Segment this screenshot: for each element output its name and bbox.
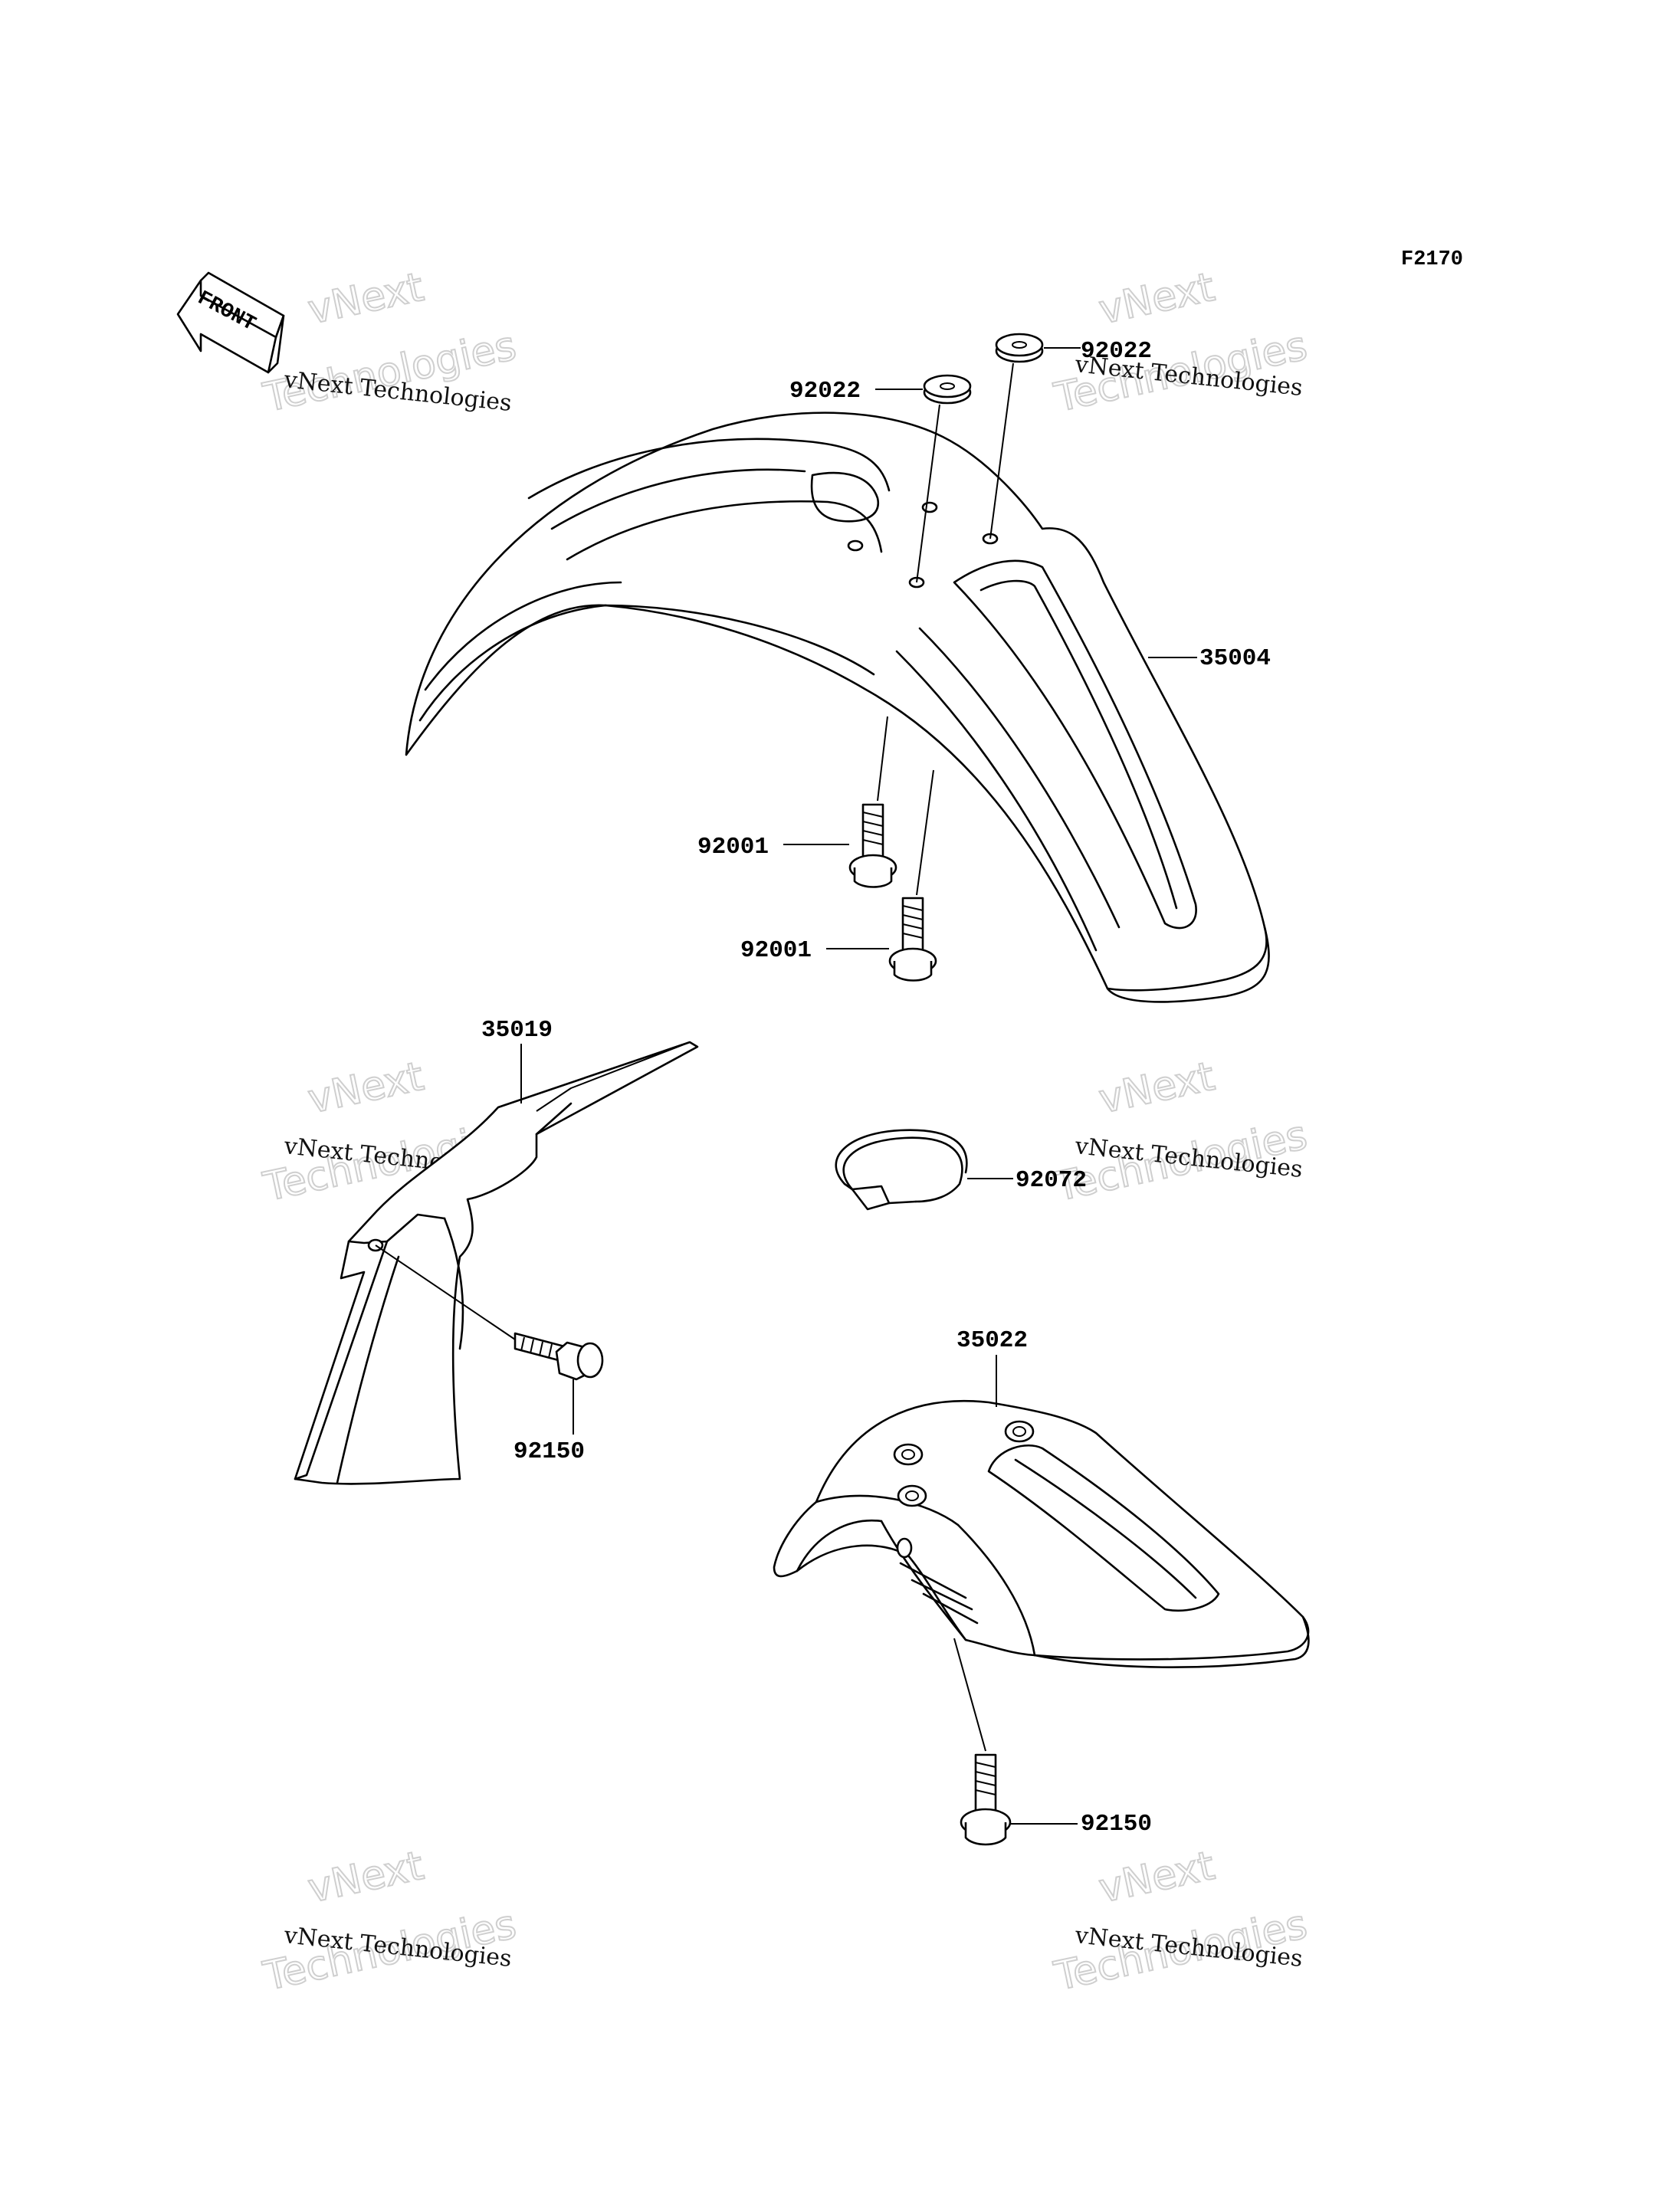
watermark: vNext Technologies — [1049, 1842, 1311, 2001]
part-label-92072: 92072 — [1016, 1167, 1087, 1194]
part-label-92001: 92001 — [697, 834, 769, 861]
part-label-92001: 92001 — [740, 937, 812, 964]
part-label-35022: 35022 — [956, 1327, 1028, 1354]
part-label-92022: 92022 — [1081, 338, 1152, 365]
diagram-code: F2170 — [1401, 248, 1463, 271]
washer-icon[interactable] — [995, 333, 1044, 363]
part-label-35004: 35004 — [1199, 645, 1271, 672]
part-label-92150: 92150 — [1081, 1811, 1152, 1838]
bolt-icon[interactable] — [514, 1332, 604, 1381]
leader-line — [989, 362, 1014, 539]
front-arrow-icon: FRONT — [176, 271, 285, 374]
front-fender[interactable] — [405, 412, 1270, 1003]
svg-text:vNext: vNext — [1095, 1054, 1219, 1123]
part-label-35019: 35019 — [481, 1017, 553, 1044]
svg-text:vNext: vNext — [304, 264, 428, 333]
mud-flap[interactable] — [294, 1041, 699, 1485]
svg-text:vNext: vNext — [1095, 264, 1219, 333]
band[interactable] — [835, 1129, 968, 1211]
leader-line — [916, 404, 940, 583]
svg-text:vNext: vNext — [304, 1843, 428, 1912]
part-label-92022: 92022 — [789, 378, 861, 405]
bolt-icon[interactable] — [848, 803, 897, 888]
leader-line — [953, 1638, 986, 1752]
bolt-icon[interactable] — [888, 897, 937, 982]
washer-icon[interactable] — [923, 374, 972, 405]
rear-fender[interactable] — [773, 1399, 1310, 1668]
bolt-icon[interactable] — [960, 1753, 1012, 1846]
leader-line — [916, 769, 934, 896]
leader-line — [877, 716, 888, 802]
part-label-92150: 92150 — [514, 1438, 585, 1465]
svg-text:vNext: vNext — [1095, 1843, 1219, 1912]
svg-text:vNext: vNext — [304, 1054, 428, 1123]
leader-line — [375, 1244, 516, 1340]
watermark: vNext Technologies — [258, 1842, 520, 2001]
